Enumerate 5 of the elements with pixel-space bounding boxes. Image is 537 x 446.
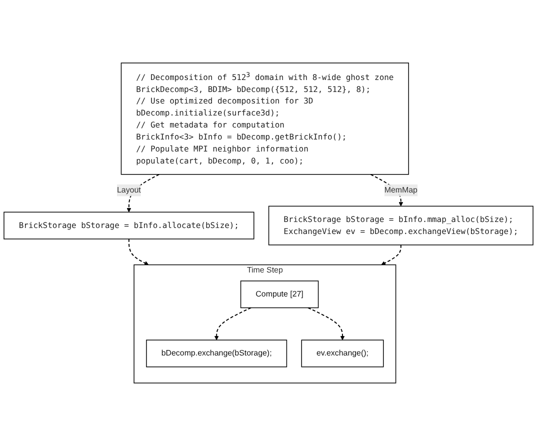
arrow (214, 307, 252, 340)
arrow (126, 174, 160, 212)
arrow (308, 307, 345, 340)
arrow (381, 244, 402, 265)
arrow (128, 238, 149, 265)
